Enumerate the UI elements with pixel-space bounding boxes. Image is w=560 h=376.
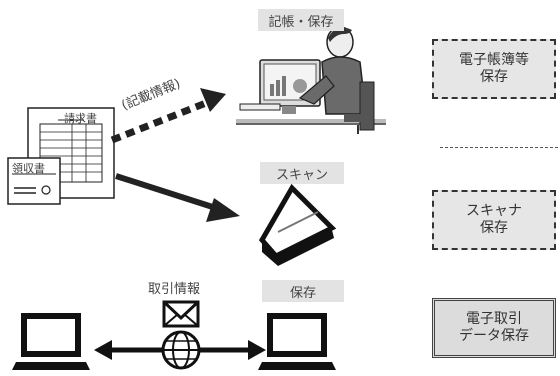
ebook-storage-box: 電子帳簿等 保存: [432, 39, 556, 99]
scanner-storage-line1: スキャナ: [466, 203, 522, 219]
record-store-label: 記帳・保存: [258, 9, 344, 31]
exchange-arrows: [94, 340, 266, 360]
transaction-info-label: 取引情報: [148, 282, 201, 297]
scanner-storage-box: スキャナ 保存: [432, 190, 556, 250]
etransaction-storage-line1: 電子取引: [466, 311, 522, 327]
receipt-label: 領収書: [12, 162, 45, 175]
ebook-storage-line2: 保存: [480, 69, 508, 85]
category-divider: [440, 147, 558, 148]
documents-icon: [7, 107, 115, 205]
invoice-label: 請求書: [64, 112, 97, 125]
scan-arrow: [115, 173, 240, 222]
etransaction-storage-box: 電子取引 データ保存: [432, 298, 556, 358]
ebook-storage-line1: 電子帳簿等: [459, 52, 529, 68]
scan-label: スキャン: [260, 162, 344, 184]
store-label: 保存: [262, 280, 344, 302]
etransaction-storage-line2: データ保存: [459, 328, 529, 344]
scanner-icon: [258, 183, 337, 266]
envelope-icon: [162, 300, 200, 328]
laptop-icon: [12, 313, 90, 370]
globe-icon: [161, 330, 201, 370]
person-at-computer-icon: [236, 26, 386, 134]
laptop-icon: [258, 313, 336, 370]
record-arrow: [110, 88, 226, 144]
scanner-storage-line2: 保存: [480, 220, 508, 236]
